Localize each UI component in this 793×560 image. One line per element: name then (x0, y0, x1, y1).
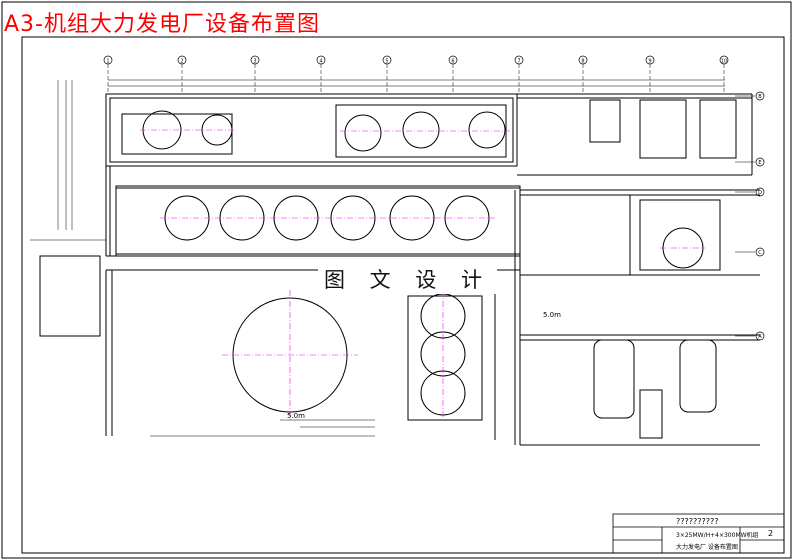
row-bubbles: B E D C A (735, 91, 765, 341)
axis-bubbles: 1 2 3 4 5 6 7 8 9 10 (103, 55, 729, 94)
building-outline (39, 93, 760, 446)
axis-number: 8 (581, 59, 584, 65)
axis-number: 6 (451, 59, 454, 65)
title-block-sheet: 2 (768, 529, 774, 538)
axis-bubble (719, 55, 729, 65)
row-letter: D (758, 190, 762, 196)
axis-bubble (578, 55, 588, 65)
axis-number: 4 (319, 59, 322, 65)
row-bubble (755, 157, 765, 167)
axis-number: 9 (648, 59, 651, 65)
row-bubble (755, 91, 765, 101)
axis-bubble (514, 55, 524, 65)
drawing-title: A3-机组大力发电厂设备布置图 (4, 12, 320, 37)
axis-bubble (103, 55, 113, 65)
axis-bubble (448, 55, 458, 65)
axis-number: 1 (106, 59, 109, 65)
axis-number: 2 (180, 59, 183, 65)
upper-tank-3 (344, 114, 382, 152)
axis-number: 3 (253, 59, 256, 65)
unit-5 (389, 195, 435, 241)
watermark-text: 图 文 设 计 (318, 264, 498, 294)
elev-label-a: 5.0m (287, 412, 305, 420)
row-letter: E (758, 160, 761, 166)
elev-label-b: 5.0m (543, 311, 561, 319)
row-letter: C (758, 250, 762, 256)
centerlines (140, 129, 705, 420)
axis-grid (108, 79, 725, 87)
dimension-lines (30, 80, 375, 437)
axis-number: 10 (721, 59, 727, 65)
axis-bubble (316, 55, 326, 65)
row-letter: A (758, 334, 762, 340)
row-letter: B (758, 94, 762, 100)
title-block-caption-2: 大力发电厂 设备布置图 (676, 544, 738, 551)
upper-tank-4 (402, 111, 440, 149)
axis-bubble (382, 55, 392, 65)
row-bubble (755, 247, 765, 257)
title-block-caption-1: 3×25MW/H+4×300MW机组 (676, 532, 759, 539)
title-block (612, 513, 785, 554)
large-tanks (232, 199, 721, 439)
axis-bubble (250, 55, 260, 65)
axis-bubble (177, 55, 187, 65)
axis-number: 7 (517, 59, 520, 65)
unit-6 (444, 195, 490, 241)
upper-tanks (121, 104, 507, 158)
upper-tank-5 (468, 111, 506, 149)
axis-number: 5 (385, 59, 388, 65)
axis-bubble (645, 55, 655, 65)
title-block-header: ?????????? (676, 517, 719, 526)
inner-frame (21, 36, 785, 554)
